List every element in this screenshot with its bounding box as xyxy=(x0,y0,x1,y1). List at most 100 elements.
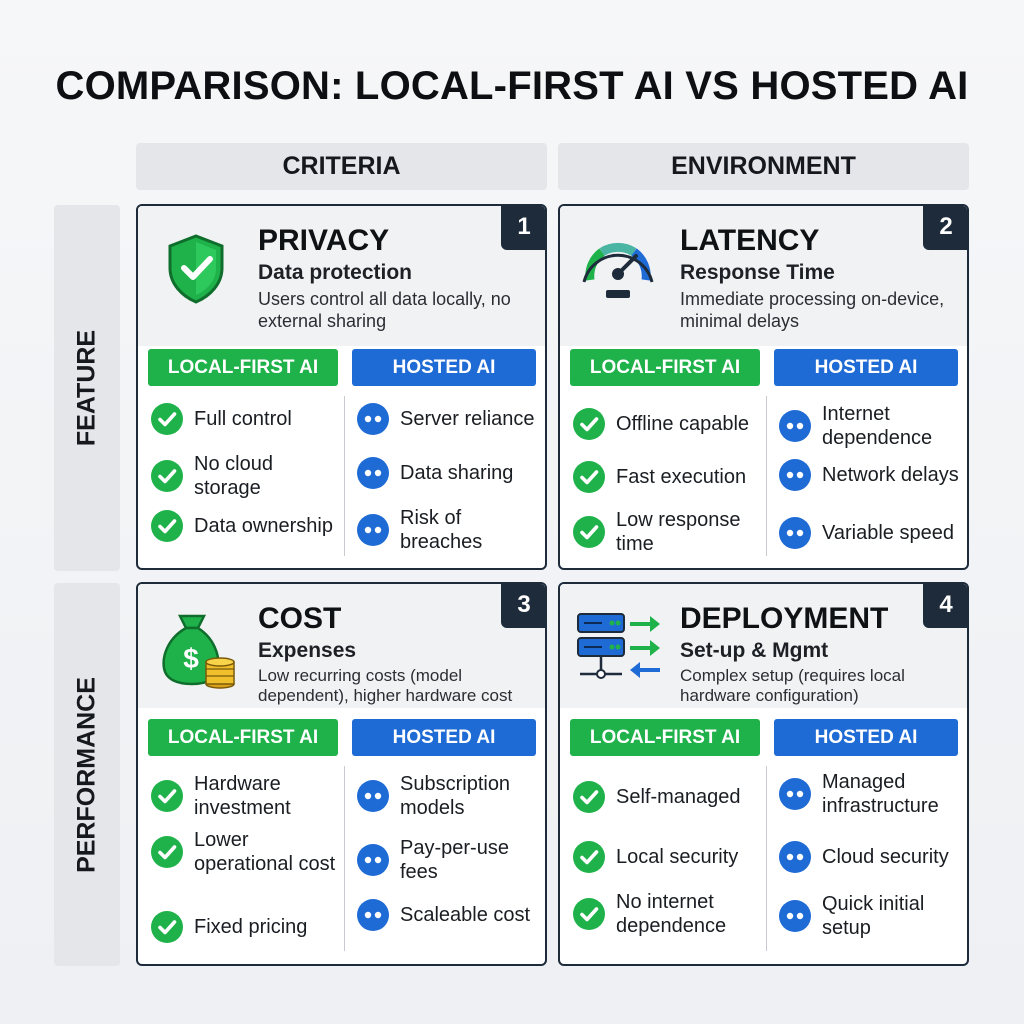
hosted-item: Risk of breaches xyxy=(356,506,544,554)
local-item-text: No internet dependence xyxy=(616,891,727,937)
hosted-item-text: Data sharing xyxy=(400,462,514,484)
column-divider xyxy=(344,766,345,951)
local-item: Full control xyxy=(150,402,340,436)
hosted-item-text: Subscription models xyxy=(400,773,511,819)
hosted-dots-icon xyxy=(356,513,390,547)
row-header-performance: PERFORMANCE xyxy=(54,583,120,966)
check-icon xyxy=(150,402,184,436)
hosted-dots-icon xyxy=(778,840,812,874)
check-icon xyxy=(572,515,606,549)
local-item-text: No cloud storage xyxy=(194,453,273,499)
hosted-item-text: Pay-per-use fees xyxy=(400,837,509,883)
column-divider xyxy=(766,766,767,951)
hosted-label: HOSTED AI xyxy=(352,719,536,756)
local-item-text: Hardware investment xyxy=(194,773,291,819)
card-description: Immediate processing on-device, minimal … xyxy=(680,289,945,331)
card-number-badge: 1 xyxy=(501,206,545,250)
card-description: Complex setup (requires local hardware c… xyxy=(680,666,905,705)
check-icon xyxy=(572,407,606,441)
card-latency: 2 LATENCY Response Time Immediate proces… xyxy=(558,204,969,570)
local-item: No internet dependence xyxy=(572,890,762,938)
check-icon xyxy=(572,460,606,494)
hosted-item-text: Network delays xyxy=(822,464,959,486)
hosted-item: Data sharing xyxy=(356,456,544,490)
money-bag-coins-icon: $ xyxy=(162,614,235,689)
local-item-text: Local security xyxy=(616,846,739,868)
server-arrows-icon xyxy=(577,613,660,679)
card-description: Low recurring costs (model dependent), h… xyxy=(258,666,513,705)
local-item-text: Fixed pricing xyxy=(194,916,308,938)
card-number-badge: 2 xyxy=(923,206,967,250)
column-divider xyxy=(344,396,345,556)
local-item-text: Low response time xyxy=(616,509,741,555)
card-title: COST xyxy=(258,602,342,635)
card-title: PRIVACY xyxy=(258,224,390,257)
card-header-area xyxy=(560,206,967,346)
local-first-label: LOCAL-FIRST AI xyxy=(148,719,338,756)
hosted-label: HOSTED AI xyxy=(774,719,958,756)
card-subtitle: Data protection xyxy=(258,261,413,284)
local-item: Lower operational cost xyxy=(150,828,340,876)
hosted-item: Server reliance xyxy=(356,402,544,436)
card-privacy: 1 PRIVACY Data protection Users control … xyxy=(136,204,547,570)
local-item: Self-managed xyxy=(572,780,762,814)
hosted-item-text: Server reliance xyxy=(400,408,535,430)
local-item-text: Data ownership xyxy=(194,515,333,537)
hosted-dots-icon xyxy=(778,777,812,811)
local-first-label: LOCAL-FIRST AI xyxy=(148,349,338,386)
card-description: Users control all data locally, no exter… xyxy=(258,289,511,331)
local-item: Fixed pricing xyxy=(150,910,340,944)
hosted-item-text: Scaleable cost xyxy=(400,904,531,926)
check-icon xyxy=(150,835,184,869)
hosted-item: Pay-per-use fees xyxy=(356,836,544,884)
hosted-item-text: Variable speed xyxy=(822,522,954,544)
check-icon xyxy=(150,459,184,493)
hosted-label: HOSTED AI xyxy=(352,349,536,386)
card-cost: 3 $ COST Expenses Low recurring costs (m… xyxy=(136,582,547,966)
hosted-dots-icon xyxy=(356,843,390,877)
local-first-label: LOCAL-FIRST AI xyxy=(570,719,760,756)
hosted-dots-icon xyxy=(356,402,390,436)
shield-check-icon xyxy=(168,234,224,304)
local-item-text: Full control xyxy=(194,408,292,430)
local-item-text: Self-managed xyxy=(616,786,741,808)
check-icon xyxy=(572,780,606,814)
row-header-feature: FEATURE xyxy=(54,205,120,571)
hosted-label: HOSTED AI xyxy=(774,349,958,386)
hosted-item: Quick initial setup xyxy=(778,892,966,940)
column-header-criteria: CRITERIA xyxy=(136,143,547,190)
check-icon xyxy=(572,897,606,931)
local-item-text: Offline capable xyxy=(616,413,750,435)
local-item: Local security xyxy=(572,840,762,874)
hosted-dots-icon xyxy=(356,898,390,932)
card-subtitle: Set-up & Mgmt xyxy=(680,639,829,662)
card-title: DEPLOYMENT xyxy=(680,602,889,635)
hosted-item: Network delays xyxy=(778,458,966,492)
hosted-item-text: Cloud security xyxy=(822,846,949,868)
hosted-dots-icon xyxy=(356,456,390,490)
local-item: Data ownership xyxy=(150,509,340,543)
hosted-item: Subscription models xyxy=(356,772,544,820)
hosted-dots-icon xyxy=(778,899,812,933)
hosted-item-text: Managed infrastructure xyxy=(822,771,939,817)
svg-text:$: $ xyxy=(183,643,199,674)
hosted-item: Internet dependence xyxy=(778,402,966,450)
hosted-item-text: Risk of breaches xyxy=(400,507,483,553)
card-number-badge: 3 xyxy=(501,584,545,628)
hosted-item: Managed infrastructure xyxy=(778,770,966,818)
hosted-item: Variable speed xyxy=(778,516,966,550)
hosted-item-text: Quick initial setup xyxy=(822,893,925,939)
hosted-dots-icon xyxy=(356,779,390,813)
row-header-feature-label: FEATURE xyxy=(72,329,101,447)
hosted-dots-icon xyxy=(778,458,812,492)
check-icon xyxy=(150,779,184,813)
local-item-text: Lower operational cost xyxy=(194,829,336,875)
local-item: No cloud storage xyxy=(150,452,340,500)
local-item: Fast execution xyxy=(572,460,762,494)
local-item-text: Fast execution xyxy=(616,466,747,488)
check-icon xyxy=(150,509,184,543)
card-title: LATENCY xyxy=(680,224,820,257)
check-icon xyxy=(150,910,184,944)
check-icon xyxy=(572,840,606,874)
hosted-dots-icon xyxy=(778,516,812,550)
